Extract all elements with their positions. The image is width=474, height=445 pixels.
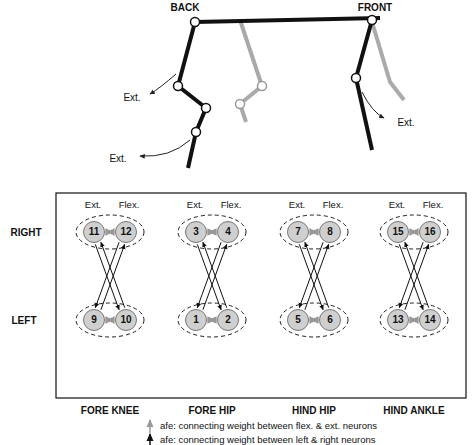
network-frame <box>56 193 466 398</box>
flex-ext-weight <box>209 319 215 321</box>
neuron-number: 15 <box>392 227 403 237</box>
legend-arrow <box>149 420 151 445</box>
row-label: LEFT <box>12 315 37 326</box>
neuron-circle: 7 <box>287 221 309 243</box>
neuron-type-label: Ext. <box>187 200 203 210</box>
neuron-number: 5 <box>295 315 301 325</box>
neuron-circle: 13 <box>387 309 409 331</box>
grey-leg <box>240 20 404 122</box>
flex-ext-weight <box>107 231 113 233</box>
column-label: HIND ANKLE <box>383 405 444 416</box>
leg-side-label: BACK <box>171 2 200 13</box>
neuron-type-label: Flex. <box>323 200 344 210</box>
neuron-circle: 10 <box>115 309 137 331</box>
flex-ext-weight <box>311 319 317 321</box>
neuron-circle: 8 <box>319 221 341 243</box>
neuron-number: 1 <box>193 315 199 325</box>
left-right-weight <box>101 244 125 309</box>
flex-ext-weight <box>411 319 417 321</box>
black-leg <box>178 18 380 168</box>
neuron-circle: 3 <box>185 221 207 243</box>
joint <box>174 16 377 137</box>
neuron-circle: 1 <box>185 309 207 331</box>
neuron-number: 9 <box>91 315 97 325</box>
neuron-number: 10 <box>120 315 131 325</box>
neuron-number: 11 <box>89 227 100 237</box>
column-label: HIND HIP <box>292 405 336 416</box>
left-right-weight <box>203 244 227 309</box>
neuron-circle: 2 <box>217 309 239 331</box>
neuron-number: 7 <box>295 227 301 237</box>
neuron-number: 13 <box>392 315 403 325</box>
left-right-weight <box>399 244 423 309</box>
left-right-weight <box>197 244 221 309</box>
neuron-circle: 6 <box>319 309 341 331</box>
neuron-number: 16 <box>424 227 435 237</box>
neuron-type-label: Ext. <box>85 200 101 210</box>
neuron-circle: 16 <box>419 221 441 243</box>
flex-ext-weight <box>311 231 317 233</box>
neuron-number: 2 <box>225 315 231 325</box>
neuron-circle: 5 <box>287 309 309 331</box>
flex-ext-weight <box>209 231 215 233</box>
row-label: RIGHT <box>10 227 41 238</box>
left-right-weight <box>95 244 119 309</box>
neuron-number: 3 <box>193 227 199 237</box>
neuron-number: 12 <box>120 227 131 237</box>
left-right-weight <box>101 242 125 307</box>
left-right-weight <box>405 244 429 309</box>
left-right-weight <box>299 242 323 307</box>
left-right-weight <box>203 242 227 307</box>
neuron-circle: 4 <box>217 221 239 243</box>
neuron-type-label: Flex. <box>119 200 140 210</box>
motion-label: Ext. <box>109 153 126 164</box>
neuron-number: 14 <box>424 315 435 325</box>
flex-ext-weight <box>107 319 113 321</box>
neuron-type-label: Flex. <box>423 200 444 210</box>
column-label: FORE KNEE <box>81 405 139 416</box>
motion-label: Ext. <box>123 92 140 103</box>
neuron-pair-ellipse <box>76 215 448 337</box>
column-label: FORE HIP <box>188 405 235 416</box>
neuron-circle: 11 <box>83 221 105 243</box>
neuron-type-label: Ext. <box>289 200 305 210</box>
left-right-weight <box>305 242 329 307</box>
neuron-number: 8 <box>327 227 333 237</box>
neuron-number: 4 <box>225 227 231 237</box>
neuron-number: 6 <box>327 315 333 325</box>
neuron-circle: 12 <box>115 221 137 243</box>
left-right-weight <box>305 244 329 309</box>
extension-arrow <box>140 74 384 156</box>
leg-side-label: FRONT <box>358 2 392 13</box>
neuron-type-label: Ext. <box>389 200 405 210</box>
neuron-circle: 15 <box>387 221 409 243</box>
left-right-weight <box>197 242 221 307</box>
legend-text: afe: connecting weight between left & ri… <box>160 435 375 445</box>
left-right-weight <box>399 242 423 307</box>
neuron-type-label: Flex. <box>221 200 242 210</box>
flex-ext-weight <box>411 231 417 233</box>
motion-label: Ext. <box>397 117 414 128</box>
left-right-weight <box>405 242 429 307</box>
left-right-weight <box>95 242 119 307</box>
neuron-circle: 14 <box>419 309 441 331</box>
left-right-weight <box>299 244 323 309</box>
legend-text: afe: connecting weight between flex. & e… <box>160 421 377 431</box>
neuron-circle: 9 <box>83 309 105 331</box>
